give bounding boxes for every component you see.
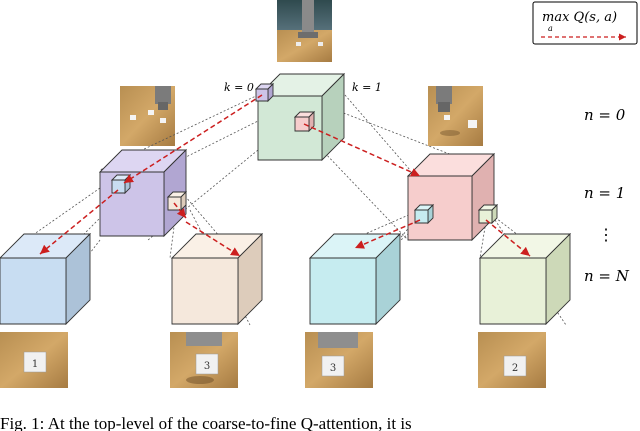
subcube-k1 xyxy=(293,110,316,133)
level-label-nN: n = N xyxy=(584,267,630,285)
subcube-k0 xyxy=(254,82,275,103)
cube-levelN-1 xyxy=(0,232,92,326)
svg-text:3: 3 xyxy=(330,363,336,374)
cube-levelN-3-front xyxy=(309,257,377,325)
arrow-pink-to-lime xyxy=(485,219,531,257)
arrow-purple-to-blue xyxy=(39,189,119,255)
bottom-photo-1: 1 xyxy=(0,332,68,388)
top-scene-photo xyxy=(277,0,332,62)
subcube-purple-2 xyxy=(166,190,188,212)
cube-level1-right xyxy=(406,152,496,242)
level0-left-photo xyxy=(120,86,175,146)
cube-root xyxy=(256,72,346,162)
subcube-pink-2-front xyxy=(478,209,493,224)
k0-label: k = 0 xyxy=(224,81,254,94)
cube-levelN-1-front xyxy=(0,257,67,325)
level-label-n1: n = 1 xyxy=(584,184,625,202)
arrow-k0-to-purple xyxy=(123,94,263,184)
bottom-photo-3: 3 xyxy=(305,332,373,388)
cube-levelN-2 xyxy=(170,232,264,326)
legend-text: max Q(s, a) xyxy=(542,10,617,25)
subcube-pink-2 xyxy=(477,203,499,225)
subcube-purple-1 xyxy=(110,173,132,195)
svg-text:1: 1 xyxy=(32,359,38,370)
arrow-purple-to-peach xyxy=(185,221,241,257)
cube-levelN-2-front xyxy=(171,257,239,325)
cube-levelN-4 xyxy=(478,232,572,326)
subcube-k1-front xyxy=(294,116,310,132)
level-dots: ⋮ xyxy=(598,225,614,244)
level0-right-photo xyxy=(428,86,483,146)
bottom-photo-4: 2 xyxy=(478,332,546,388)
cube-levelN-3 xyxy=(308,232,402,326)
cube-levelN-4-front xyxy=(479,257,547,325)
subcube-pink-1-front xyxy=(414,209,429,224)
cube-level1-left-front xyxy=(99,171,165,237)
cube-level1-right-front xyxy=(407,175,473,241)
arrow-k1-to-pink xyxy=(303,123,421,177)
bottom-photo-2: 3 xyxy=(170,332,238,388)
legend-subscript: a xyxy=(548,24,553,33)
k1-label: k = 1 xyxy=(352,81,382,94)
level-label-n0: n = 0 xyxy=(584,106,626,124)
svg-text:2: 2 xyxy=(512,363,518,374)
arrow-purple-inner xyxy=(173,202,187,219)
legend-box: max Q(s, a) a xyxy=(532,1,638,45)
subcube-purple-1-front xyxy=(111,179,126,194)
subcube-pink-1 xyxy=(413,203,435,225)
figure-caption: Fig. 1: At the top-level of the coarse-t… xyxy=(0,414,412,431)
svg-text:3: 3 xyxy=(204,361,210,372)
arrow-pink-to-cyan xyxy=(354,219,421,249)
